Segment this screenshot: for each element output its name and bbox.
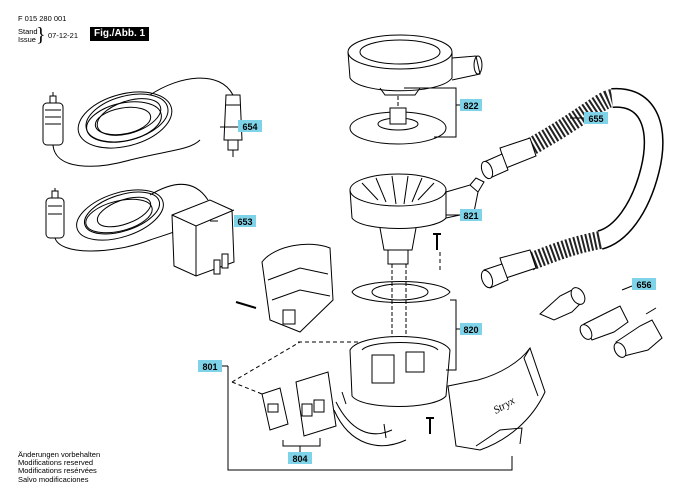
callout-820-label: 820 bbox=[463, 325, 478, 335]
issue-date: 07-12-21 bbox=[48, 31, 79, 40]
callout-655-label: 655 bbox=[588, 114, 603, 124]
callout-653-label: 653 bbox=[237, 217, 252, 227]
assembly-guide-lines bbox=[231, 252, 441, 395]
brace-glyph: } bbox=[36, 24, 46, 46]
callout-654: 654 bbox=[238, 120, 262, 132]
housing-shell-part bbox=[235, 243, 546, 451]
callout-822-label: 822 bbox=[463, 101, 478, 111]
note-french: Modifications resérvées bbox=[18, 466, 97, 476]
note-german: Änderungen vorbehalten bbox=[18, 450, 101, 459]
nozzle-adapters-part bbox=[539, 287, 663, 358]
callout-654-label: 654 bbox=[242, 122, 257, 132]
issue-label: Issue bbox=[18, 35, 36, 44]
figure-title: Fig./Abb. 1 bbox=[90, 27, 150, 41]
document-number: F 015 280 001 bbox=[18, 14, 67, 23]
hose-part bbox=[480, 87, 664, 289]
stand-label: Stand bbox=[18, 27, 38, 36]
callout-821: 821 bbox=[460, 209, 482, 221]
top-cover-part bbox=[347, 34, 483, 145]
wall-charger-part bbox=[45, 183, 235, 277]
switch-pcb-part bbox=[261, 371, 407, 447]
callout-820: 820 bbox=[460, 323, 482, 335]
note-english: Modifications reserved bbox=[18, 458, 94, 468]
callout-801-label: 801 bbox=[202, 362, 217, 372]
callout-821-label: 821 bbox=[463, 211, 478, 221]
callout-653: 653 bbox=[234, 215, 256, 227]
note-spanish: Salvo modificaciones bbox=[18, 474, 89, 484]
motor-housing-part bbox=[349, 264, 451, 434]
leader-lines bbox=[210, 87, 633, 471]
modification-notes: Änderungen vorbehalten Modifications res… bbox=[18, 450, 101, 484]
callout-822: 822 bbox=[460, 99, 482, 111]
callout-804-label: 804 bbox=[292, 454, 307, 464]
callout-655: 655 bbox=[584, 112, 608, 124]
fan-housing-part bbox=[349, 173, 485, 265]
car-charger-cable-part bbox=[42, 77, 243, 167]
callout-656: 656 bbox=[632, 278, 656, 290]
callout-804: 804 bbox=[288, 452, 312, 464]
callout-801: 801 bbox=[198, 360, 222, 372]
callout-656-label: 656 bbox=[636, 280, 651, 290]
